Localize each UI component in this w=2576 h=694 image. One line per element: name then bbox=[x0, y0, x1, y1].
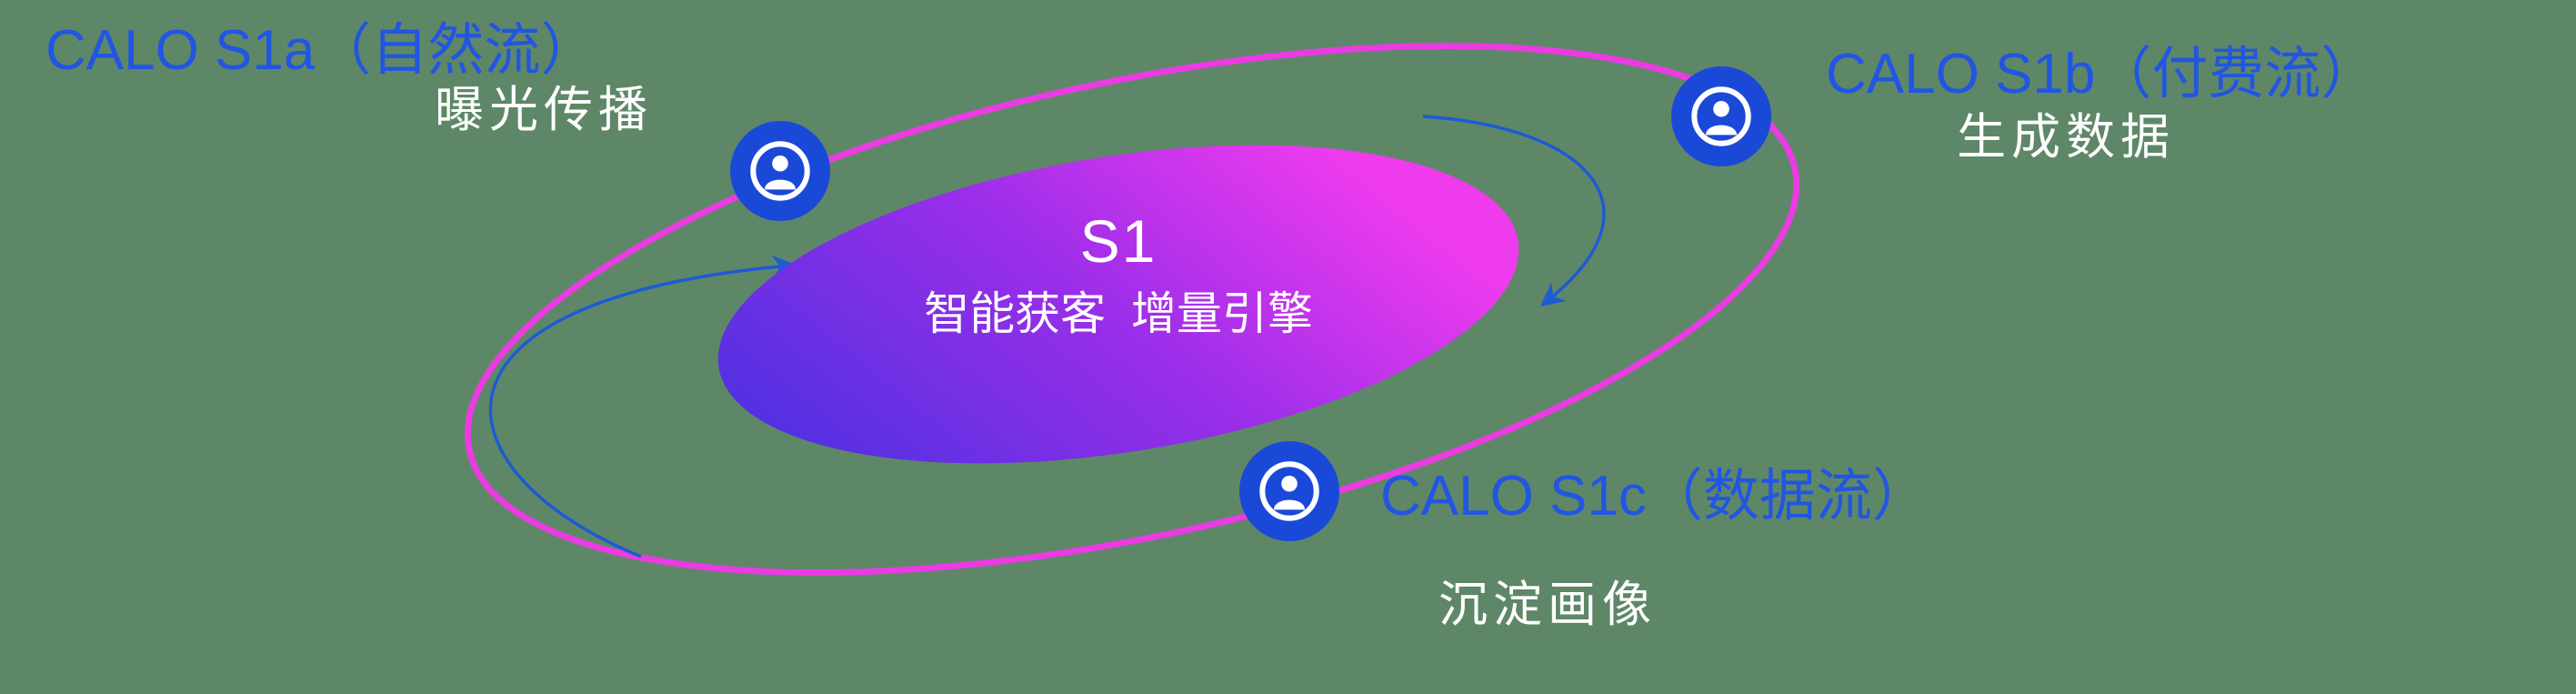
label-s1a-subtitle: 曝光传播 bbox=[435, 83, 653, 137]
core-subtitle: 智能获客 增量引擎 bbox=[924, 288, 1313, 339]
orbit-ring bbox=[464, 43, 1800, 576]
person-badge-icon bbox=[1671, 66, 1771, 166]
label-s1c-subtitle: 沉淀画像 bbox=[1438, 578, 1657, 632]
label-s1b-title: CALO S1b（付费流） bbox=[1826, 43, 2378, 106]
core-text-block: S1 智能获客 增量引擎 bbox=[714, 211, 1523, 339]
core-title: S1 bbox=[1079, 207, 1158, 275]
label-s1c-title: CALO S1c（数据流） bbox=[1380, 465, 1929, 528]
flow-arrow-right-icon bbox=[1422, 115, 1606, 307]
person-badge-icon bbox=[1239, 441, 1339, 541]
person-badge-icon bbox=[730, 121, 830, 221]
label-s1a-title: CALO S1a（自然流） bbox=[45, 19, 597, 82]
label-s1b-subtitle: 生成数据 bbox=[1957, 110, 2175, 165]
node-s1b bbox=[1671, 66, 1771, 166]
node-s1c bbox=[1239, 441, 1339, 541]
node-s1a bbox=[730, 121, 830, 221]
flow-arrow-left-icon bbox=[488, 255, 797, 558]
